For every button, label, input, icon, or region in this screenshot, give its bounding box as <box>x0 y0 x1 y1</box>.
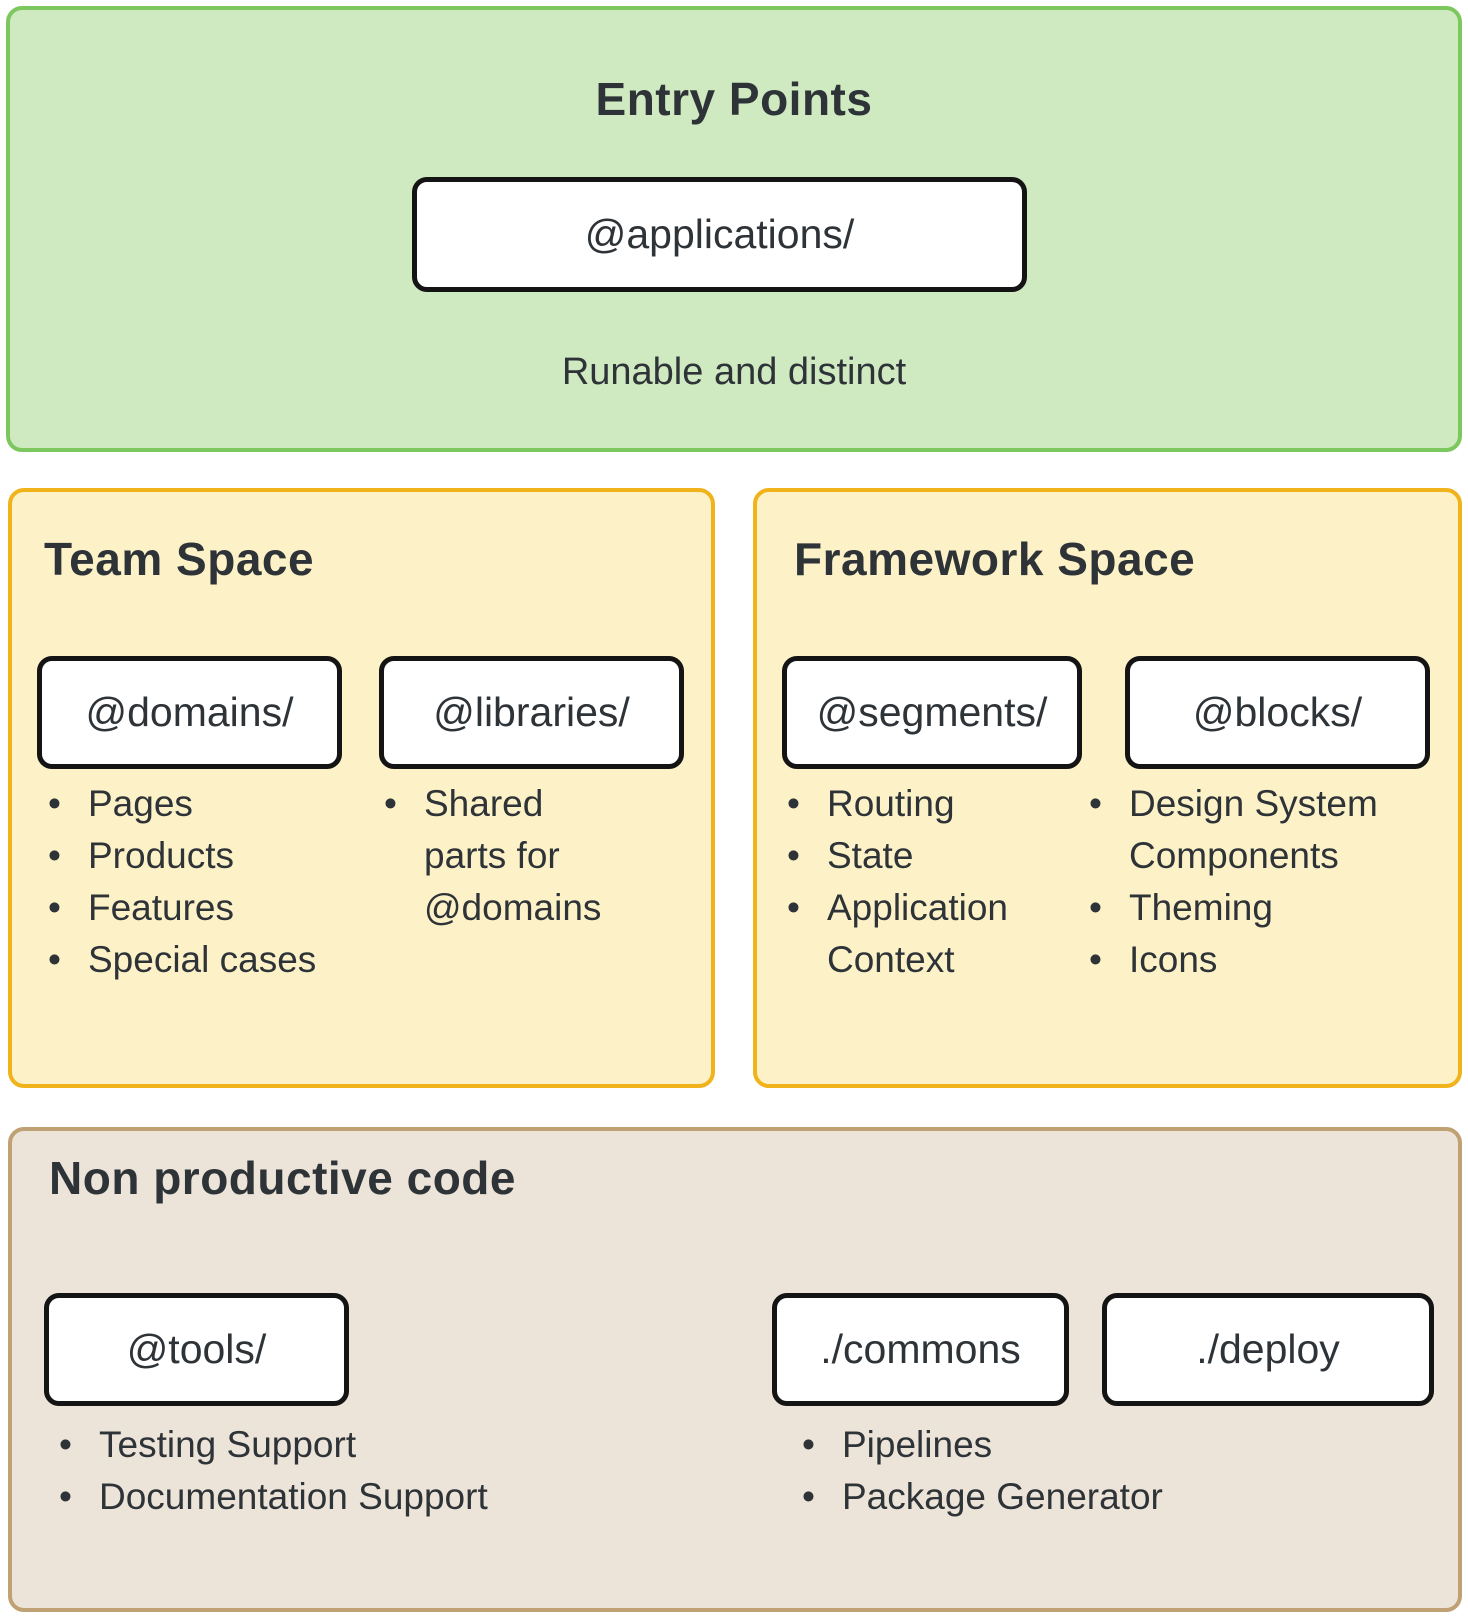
list-item: • Testing Support <box>59 1419 488 1471</box>
list-item-label: Theming <box>1129 887 1273 928</box>
list-item-label: Pipelines <box>842 1424 993 1465</box>
applications-node: @applications/ <box>412 177 1027 292</box>
list-item: • Shared parts for @domains <box>384 778 674 934</box>
blocks-node: @blocks/ <box>1125 656 1430 769</box>
list-item-label: Testing Support <box>99 1424 357 1465</box>
list-item: • Application Context <box>787 882 1008 986</box>
list-item-label: Features <box>88 887 235 928</box>
list-item-label: Icons <box>1129 939 1218 980</box>
list-item: • Routing <box>787 778 1008 830</box>
deploy-node: ./deploy <box>1102 1293 1434 1406</box>
bullet-icon: • <box>48 835 61 876</box>
libraries-feature-list: • Shared parts for @domains <box>384 778 674 934</box>
non-productive-code-panel: Non productive code @tools/ ./commons ./… <box>8 1127 1462 1612</box>
segments-node-label: @segments/ <box>816 689 1048 735</box>
bullet-icon: • <box>1089 887 1102 928</box>
domains-feature-list: • Pages • Products • Features • Special … <box>48 778 316 986</box>
framework-space-title: Framework Space <box>794 533 1196 585</box>
tools-node: @tools/ <box>44 1293 349 1406</box>
bullet-icon: • <box>59 1476 72 1517</box>
bullet-icon: • <box>1089 939 1102 980</box>
entry-points-caption: Runable and distinct <box>561 351 907 393</box>
list-item: • Special cases <box>48 934 316 986</box>
tools-node-label: @tools/ <box>126 1326 267 1372</box>
list-item-label: Products <box>88 835 235 876</box>
entry-points-title: Entry Points <box>595 73 873 125</box>
list-item-label: Pages <box>88 783 193 824</box>
segments-feature-list: • Routing • State • Application Context <box>787 778 1008 986</box>
commons-deploy-feature-list: • Pipelines • Package Generator <box>802 1419 1163 1523</box>
tools-feature-list: • Testing Support • Documentation Suppor… <box>59 1419 488 1523</box>
libraries-node: @libraries/ <box>379 656 684 769</box>
list-item-label: Application Context <box>827 887 1009 980</box>
list-item-label: State <box>827 835 914 876</box>
bullet-icon: • <box>59 1424 72 1465</box>
list-item: • Features <box>48 882 316 934</box>
bullet-icon: • <box>384 783 397 824</box>
list-item-label: Package Generator <box>842 1476 1163 1517</box>
bullet-icon: • <box>787 835 800 876</box>
domains-node: @domains/ <box>37 656 342 769</box>
list-item: • Pipelines <box>802 1419 1163 1471</box>
entry-points-panel: Entry Points @applications/ Runable and … <box>6 6 1462 452</box>
libraries-node-label: @libraries/ <box>433 689 630 735</box>
list-item-label: Design System Components <box>1129 783 1378 876</box>
bullet-icon: • <box>787 783 800 824</box>
commons-node: ./commons <box>772 1293 1069 1406</box>
list-item: • State <box>787 830 1008 882</box>
list-item: • Pages <box>48 778 316 830</box>
bullet-icon: • <box>802 1424 815 1465</box>
segments-node: @segments/ <box>782 656 1082 769</box>
list-item: • Design System Components <box>1089 778 1449 882</box>
list-item-label: Routing <box>827 783 955 824</box>
blocks-node-label: @blocks/ <box>1192 689 1363 735</box>
bullet-icon: • <box>48 939 61 980</box>
blocks-feature-list: • Design System Components • Theming • I… <box>1089 778 1449 986</box>
framework-space-panel: Framework Space @segments/ @blocks/ • Ro… <box>753 488 1462 1088</box>
domains-node-label: @domains/ <box>85 689 294 735</box>
applications-node-label: @applications/ <box>584 211 855 257</box>
bullet-icon: • <box>787 887 800 928</box>
team-space-panel: Team Space @domains/ @libraries/ • Pages… <box>8 488 715 1088</box>
list-item-label: Documentation Support <box>99 1476 488 1517</box>
commons-node-label: ./commons <box>820 1326 1021 1372</box>
list-item: • Package Generator <box>802 1471 1163 1523</box>
bullet-icon: • <box>48 887 61 928</box>
non-productive-code-title: Non productive code <box>49 1152 516 1204</box>
list-item: • Theming <box>1089 882 1449 934</box>
list-item-label: Shared parts for @domains <box>424 783 602 928</box>
list-item: • Icons <box>1089 934 1449 986</box>
list-item: • Documentation Support <box>59 1471 488 1523</box>
bullet-icon: • <box>1089 783 1102 824</box>
list-item: • Products <box>48 830 316 882</box>
list-item-label: Special cases <box>88 939 317 980</box>
deploy-node-label: ./deploy <box>1196 1326 1340 1372</box>
bullet-icon: • <box>802 1476 815 1517</box>
team-space-title: Team Space <box>44 533 315 585</box>
bullet-icon: • <box>48 783 61 824</box>
